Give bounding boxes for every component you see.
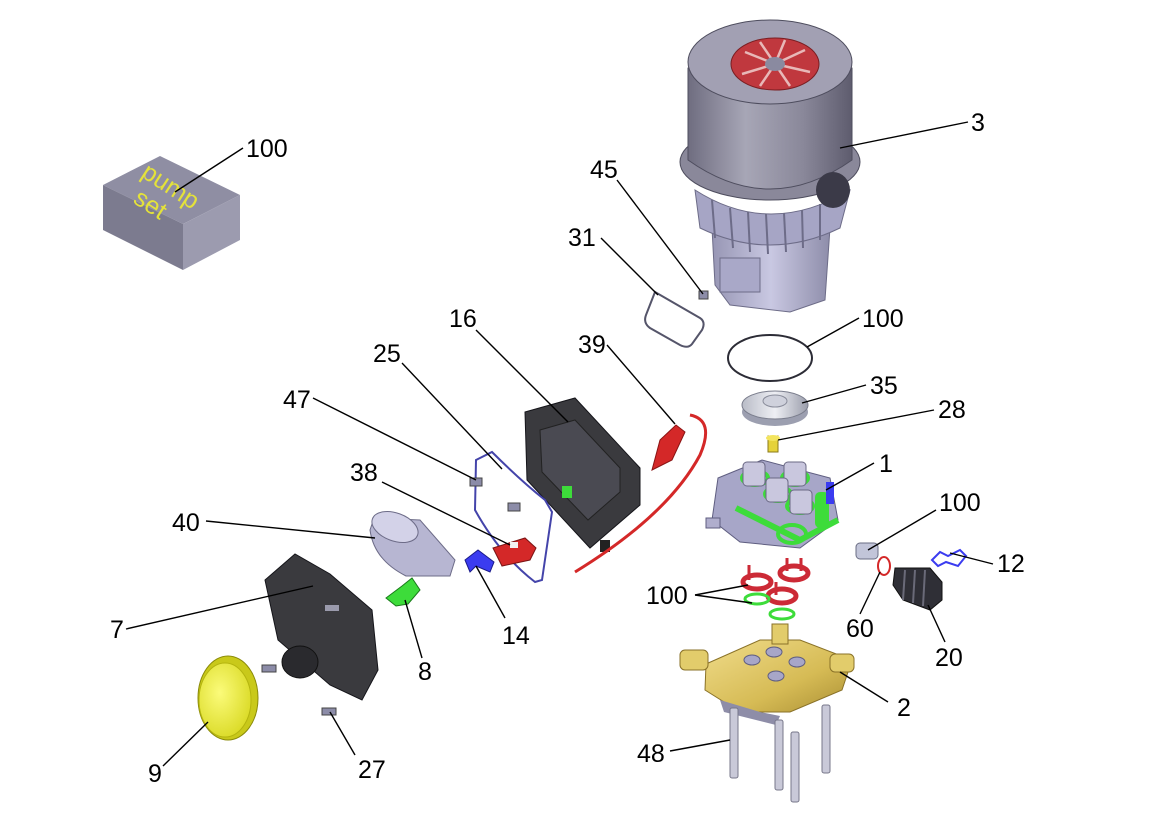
part-1-pump-head: [705, 459, 840, 549]
callout-39: 39: [578, 331, 606, 359]
part-8-clip: [385, 577, 421, 607]
screw-7a: [261, 664, 277, 673]
part-14-clip: [464, 549, 495, 573]
callout-100-oring: 100: [862, 305, 904, 333]
part-27-screw: [321, 707, 337, 716]
part-16-control-box: [524, 397, 641, 552]
callout-2: 2: [897, 694, 911, 722]
callout-35: 35: [870, 372, 898, 400]
callout-27: 27: [358, 756, 386, 784]
callout-45: 45: [590, 156, 618, 184]
part-35-cap: [741, 390, 809, 426]
part-2-manifold: [679, 623, 855, 725]
part-9-lid: [197, 655, 259, 741]
callout-labels: 100 3 45 31 100 16 39 25 35 28 47 1 38 1…: [110, 109, 1025, 788]
callout-40: 40: [172, 509, 200, 537]
part-7-cover: [264, 553, 379, 701]
callout-14: 14: [502, 622, 530, 650]
callout-28: 28: [938, 396, 966, 424]
pump-set-box: pump set: [103, 156, 240, 270]
leader-lines: [125, 121, 994, 767]
part-25-wire: [473, 450, 554, 584]
part-40-capacitor: [369, 510, 456, 577]
part-31-gasket: [644, 290, 705, 348]
part-100-oring: [727, 334, 813, 382]
callout-47: 47: [283, 386, 311, 414]
part-38-switch: [492, 537, 537, 567]
callout-31: 31: [568, 224, 596, 252]
callout-3: 3: [971, 109, 985, 137]
callout-48: 48: [637, 740, 665, 768]
callout-25: 25: [373, 340, 401, 368]
callout-100-fitting: 100: [939, 489, 981, 517]
callout-1: 1: [879, 450, 893, 478]
callout-16: 16: [449, 305, 477, 333]
motor-part: [679, 19, 861, 313]
part-60-oring: [877, 556, 891, 576]
screw-mid: [507, 502, 521, 512]
part-28-valve: [766, 435, 780, 453]
part-12-clip: [930, 548, 968, 568]
part-20-fitting: [892, 567, 943, 611]
part-47-screw: [469, 477, 483, 487]
callout-8: 8: [418, 658, 432, 686]
callout-100-pump-set: 100: [246, 135, 288, 163]
part-100-seals: [740, 558, 811, 621]
callout-38: 38: [350, 459, 378, 487]
callout-100-seals: 100: [646, 582, 688, 610]
callout-20: 20: [935, 644, 963, 672]
part-39-cable: [574, 413, 708, 574]
callout-7: 7: [110, 616, 124, 644]
part-45-screw: [698, 290, 709, 300]
callout-60: 60: [846, 615, 874, 643]
callout-12: 12: [997, 550, 1025, 578]
callout-9: 9: [148, 760, 162, 788]
part-48-bolts: [729, 704, 831, 803]
